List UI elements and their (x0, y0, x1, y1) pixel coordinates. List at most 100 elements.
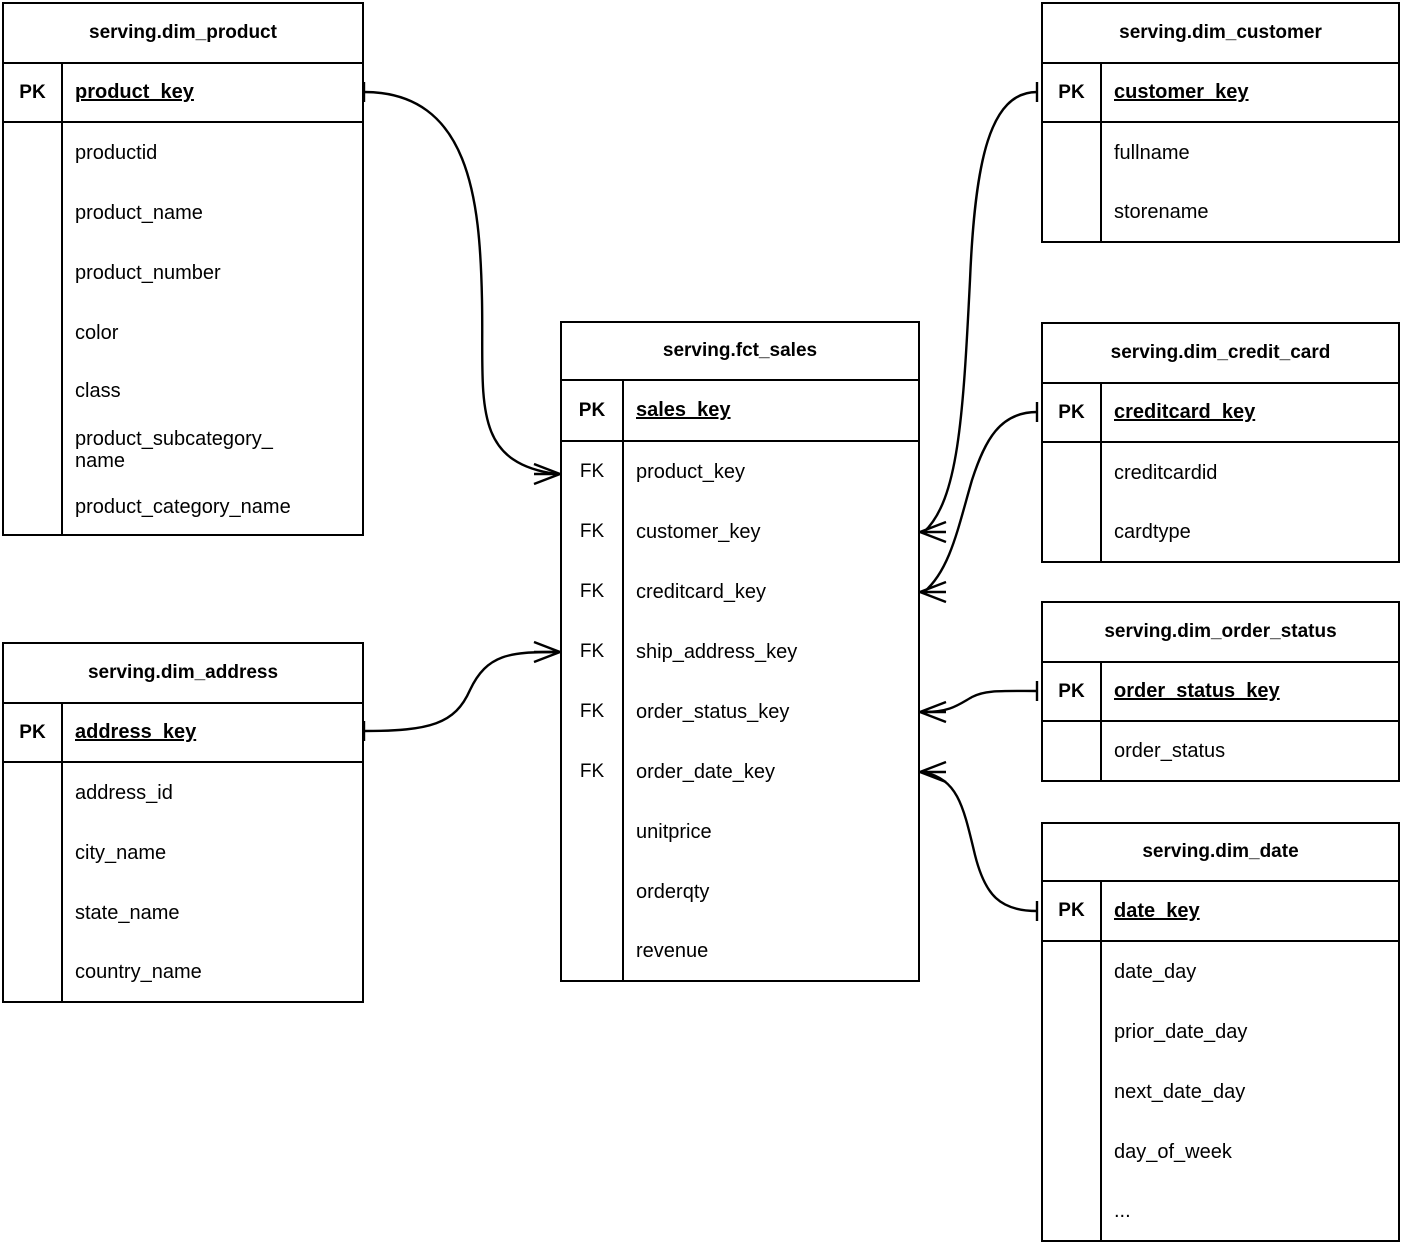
attribute-row: creditcardid (1102, 443, 1398, 503)
attribute-row: product_category_name (63, 481, 362, 534)
crowsfoot (919, 580, 947, 604)
pk-row-dim-customer: PK customer_key (1043, 63, 1398, 123)
crowsfoot (919, 520, 947, 544)
attribute-row: product_subcategory_ name (63, 419, 362, 481)
crowsfoot (533, 640, 561, 664)
attribute-label: ... (1114, 1199, 1131, 1222)
measure-row-unitprice: unitprice (562, 802, 918, 862)
relationship-line (363, 650, 557, 733)
entity-dim-customer[interactable]: serving.dim_customer PK customer_key ful… (1041, 2, 1400, 243)
entity-dim-order-status[interactable]: serving.dim_order_status PK order_status… (1041, 601, 1400, 782)
attribute-label: color (75, 321, 119, 344)
fk-row-creditcard-key: FK creditcard_key (562, 562, 918, 622)
attribute-block-dim-address: address_id city_name state_name country_… (4, 763, 362, 1001)
attribute-row: city_name (63, 823, 362, 883)
attribute-row: day_of_week (1102, 1122, 1398, 1182)
attribute-block-dim-credit-card: creditcardid cardtype (1043, 443, 1398, 561)
pk-row-dim-date: PK date_key (1043, 881, 1398, 942)
fk-label: FK (562, 442, 624, 502)
measure-row-orderqty: orderqty (562, 862, 918, 922)
attribute-row: ... (1102, 1182, 1398, 1240)
fk-column-name: ship_address_key (636, 640, 798, 663)
fk-row-order-status-key: FK order_status_key (562, 682, 918, 742)
crowsfoot (919, 760, 947, 784)
measure-row-revenue: revenue (562, 922, 918, 980)
pk-label: PK (1043, 881, 1102, 941)
attribute-row: storename (1102, 183, 1398, 241)
entity-dim-date[interactable]: serving.dim_date PK date_key date_day pr… (1041, 822, 1400, 1242)
attribute-row: state_name (63, 883, 362, 943)
fk-column-name: creditcard_key (636, 580, 767, 603)
pk-label: PK (1043, 383, 1102, 442)
attribute-label: product_number (75, 261, 221, 284)
entity-title-dim-product: serving.dim_product (4, 4, 362, 64)
entity-dim-address[interactable]: serving.dim_address PK address_key addre… (2, 642, 364, 1003)
attribute-block-dim-customer: fullname storename (1043, 123, 1398, 241)
entity-title-dim-order-status: serving.dim_order_status (1043, 603, 1398, 663)
entity-title-dim-credit-card: serving.dim_credit_card (1043, 324, 1398, 384)
attribute-label: fullname (1114, 141, 1190, 164)
measure-label: revenue (636, 939, 709, 962)
attribute-row: cardtype (1102, 503, 1398, 561)
pk-column-name: order_status_key (1114, 680, 1280, 703)
attribute-label: product_name (75, 201, 203, 224)
pk-row-dim-address: PK address_key (4, 703, 362, 763)
fk-row-order-date-key: FK order_date_key (562, 742, 918, 802)
attribute-block-dim-order-status: order_status (1043, 722, 1398, 780)
pk-label: PK (562, 380, 624, 441)
attribute-row: class (63, 363, 362, 419)
relationship-line (923, 770, 1038, 913)
attribute-gutter (1043, 722, 1102, 780)
relationship-dim-address-fct-sales (362, 640, 561, 741)
attribute-list: fullname storename (1102, 123, 1398, 241)
attribute-list: creditcardid cardtype (1102, 443, 1398, 561)
attribute-label: storename (1114, 200, 1209, 223)
attribute-gutter (1043, 123, 1102, 241)
relationship-line (923, 410, 1038, 593)
fk-label: FK (562, 562, 624, 622)
attribute-list: address_id city_name state_name country_… (63, 763, 362, 1001)
fk-row-customer-key: FK customer_key (562, 502, 918, 562)
fk-column-name: customer_key (636, 520, 761, 543)
fk-column-name: product_key (636, 460, 745, 483)
relationship-line (923, 689, 1038, 714)
attribute-row: address_id (63, 763, 362, 823)
fk-column-name: order_status_key (636, 700, 790, 723)
relationship-dim-customer-fct-sales (919, 82, 1039, 544)
attribute-list: order_status (1102, 722, 1398, 780)
attribute-label: address_id (75, 781, 173, 804)
attribute-list: productid product_name product_number co… (63, 123, 362, 534)
entity-dim-product[interactable]: serving.dim_product PK product_key produ… (2, 2, 364, 536)
attribute-block-dim-product: productid product_name product_number co… (4, 123, 362, 534)
attribute-label: productid (75, 141, 158, 164)
attribute-block-dim-date: date_day prior_date_day next_date_day da… (1043, 942, 1398, 1240)
fk-label: FK (562, 622, 624, 682)
measure-label: unitprice (636, 820, 712, 843)
attribute-label: day_of_week (1114, 1140, 1232, 1163)
attribute-row: product_name (63, 183, 362, 243)
relationship-dim-product-fct-sales (362, 82, 561, 486)
fk-label: FK (562, 742, 624, 802)
pk-column-name: customer_key (1114, 81, 1249, 104)
attribute-gutter (4, 123, 63, 534)
attribute-row: prior_date_day (1102, 1002, 1398, 1062)
entity-title-dim-date: serving.dim_date (1043, 824, 1398, 882)
pk-label: PK (4, 63, 63, 122)
attribute-row: date_day (1102, 942, 1398, 1002)
pk-column-name: creditcard_key (1114, 401, 1256, 424)
pk-row-fct-sales: PK sales_key (562, 380, 918, 442)
entity-fct-sales[interactable]: serving.fct_sales PK sales_key FK produc… (560, 321, 920, 982)
attribute-label: class (75, 379, 121, 402)
relationship-dim-credit-card-fct-sales (919, 402, 1039, 604)
attribute-label: state_name (75, 901, 180, 924)
attribute-row: productid (63, 123, 362, 183)
attribute-row: fullname (1102, 123, 1398, 183)
entity-title-dim-address: serving.dim_address (4, 644, 362, 704)
attribute-row: product_number (63, 243, 362, 303)
pk-row-dim-product: PK product_key (4, 63, 362, 123)
entity-dim-credit-card[interactable]: serving.dim_credit_card PK creditcard_ke… (1041, 322, 1400, 563)
attribute-label: order_status (1114, 739, 1226, 762)
attribute-label: product_subcategory_ name (75, 427, 273, 472)
attribute-label: city_name (75, 841, 167, 864)
entity-title-fct-sales: serving.fct_sales (562, 323, 918, 381)
